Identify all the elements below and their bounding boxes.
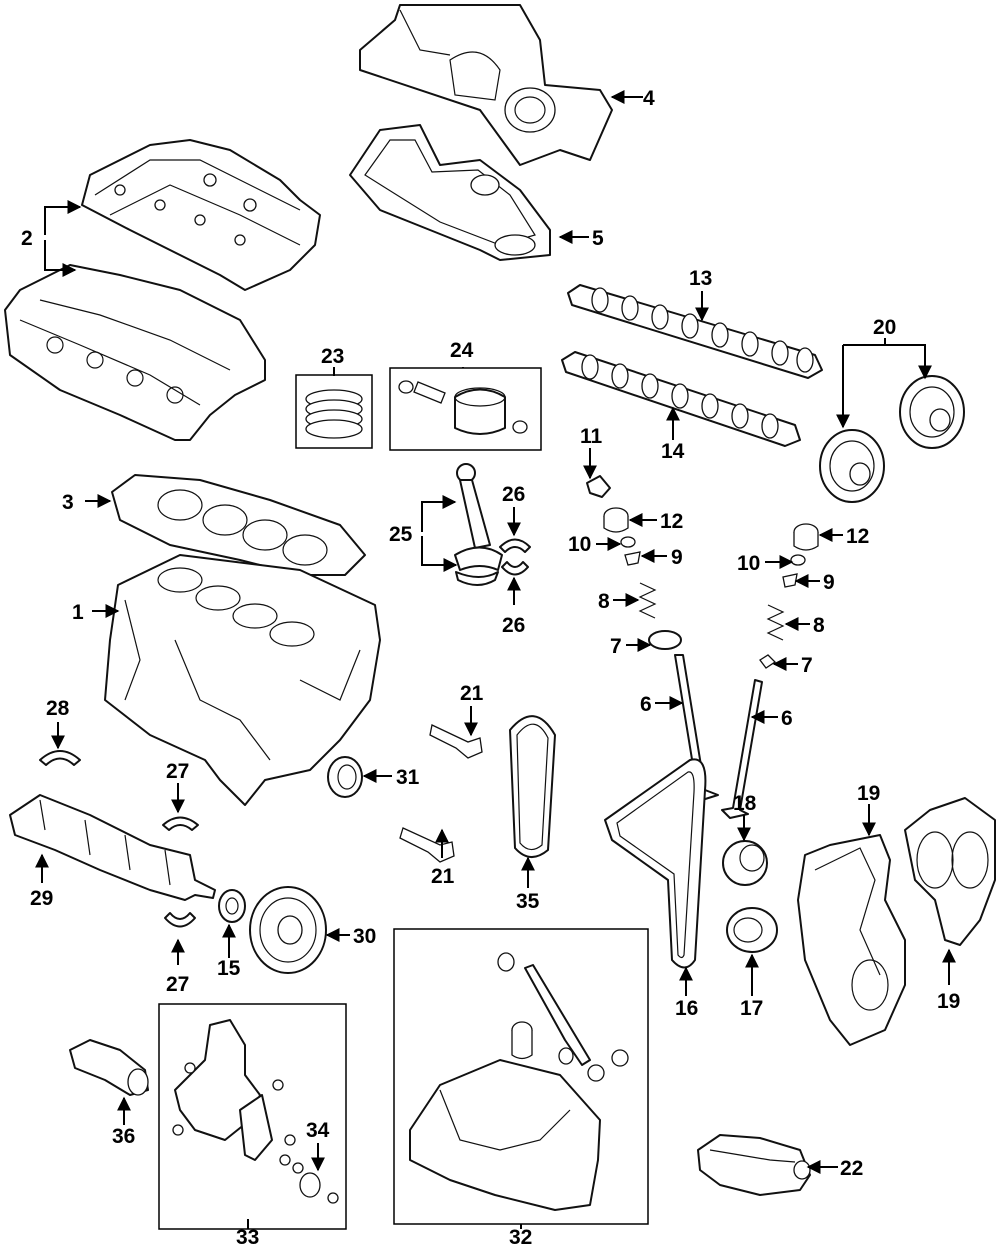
callout-4: 4 — [643, 87, 655, 110]
callout-25: 25 — [389, 523, 413, 546]
main-bearing-part — [39, 750, 199, 928]
callout-19-left: 19 — [857, 782, 880, 805]
callout-27-top: 27 — [166, 760, 189, 783]
callout-18: 18 — [733, 792, 757, 815]
callout-19-right: 19 — [937, 990, 960, 1013]
callout-16: 16 — [675, 997, 698, 1020]
rod-bearing-part — [499, 538, 531, 576]
callout-34: 34 — [306, 1119, 330, 1142]
callout-27-bottom: 27 — [166, 973, 189, 996]
callout-32: 32 — [509, 1226, 532, 1247]
callout-1: 1 — [72, 601, 84, 624]
connecting-rod-part — [454, 463, 503, 586]
callout-21-top: 21 — [460, 682, 484, 705]
callout-30: 30 — [353, 925, 376, 948]
callout-5: 5 — [592, 227, 604, 250]
callout-29: 29 — [30, 887, 53, 910]
callout-7-right: 7 — [801, 654, 813, 677]
oil-pan-part — [393, 928, 649, 1225]
callout-15: 15 — [217, 957, 241, 980]
callout-6-left: 6 — [640, 693, 652, 716]
callout-14: 14 — [661, 440, 685, 463]
oil-pump-part — [158, 1003, 347, 1230]
callout-28: 28 — [46, 697, 70, 720]
head-gasket-part — [111, 474, 366, 576]
callout-26-bottom: 26 — [502, 614, 525, 637]
crank-pulley-part — [249, 886, 327, 974]
callout-9-left: 9 — [671, 546, 683, 569]
callout-9-right: 9 — [823, 571, 835, 594]
balance-shaft-part — [697, 1134, 811, 1196]
pulley-part — [722, 840, 778, 953]
callout-12-left: 12 — [660, 510, 683, 533]
callout-8-right: 8 — [813, 614, 825, 637]
leader-lines — [35, 90, 956, 1229]
callout-33: 33 — [236, 1226, 259, 1247]
timing-belt-part — [604, 758, 707, 969]
callout-7-left: 7 — [610, 635, 622, 658]
cylinder-head-part — [4, 264, 266, 441]
callout-24: 24 — [450, 339, 474, 362]
piston-set-part — [389, 367, 542, 451]
cam-carrier-part — [81, 139, 321, 291]
oil-seal-part — [327, 756, 363, 798]
callout-10-left: 10 — [568, 533, 591, 556]
callout-35: 35 — [516, 890, 540, 913]
callout-36: 36 — [112, 1125, 135, 1148]
drive-belt-part — [509, 715, 556, 858]
engine-block-part — [104, 554, 381, 806]
callout-6-right: 6 — [781, 707, 793, 730]
cam-gear-part — [819, 375, 965, 503]
callout-3: 3 — [62, 491, 74, 514]
callout-labels: 4 5 2 3 1 23 24 25 26 26 13 14 20 11 12 … — [21, 87, 960, 1247]
callout-31: 31 — [396, 766, 420, 789]
camshaft-upper-part — [567, 284, 823, 379]
thermostat-housing-part — [69, 1039, 149, 1096]
crankshaft-part — [9, 794, 216, 901]
callout-12-right: 12 — [846, 525, 869, 548]
camshaft-lower-part — [561, 351, 801, 447]
callout-22: 22 — [840, 1157, 863, 1180]
callout-10-right: 10 — [737, 552, 760, 575]
callout-21-bottom: 21 — [431, 865, 455, 888]
callout-2: 2 — [21, 227, 33, 250]
callout-17: 17 — [740, 997, 763, 1020]
crank-gear-part — [218, 889, 246, 923]
callout-23: 23 — [321, 345, 344, 368]
callout-11: 11 — [580, 425, 603, 448]
callout-20: 20 — [873, 316, 896, 339]
callout-13: 13 — [689, 267, 712, 290]
callout-26-top: 26 — [502, 483, 525, 506]
valve-cover-part — [359, 4, 613, 166]
piston-rings-part — [295, 374, 373, 449]
valve-cover-gasket-part — [349, 124, 551, 261]
callout-8-left: 8 — [598, 590, 610, 613]
timing-cover-part — [797, 797, 996, 1046]
